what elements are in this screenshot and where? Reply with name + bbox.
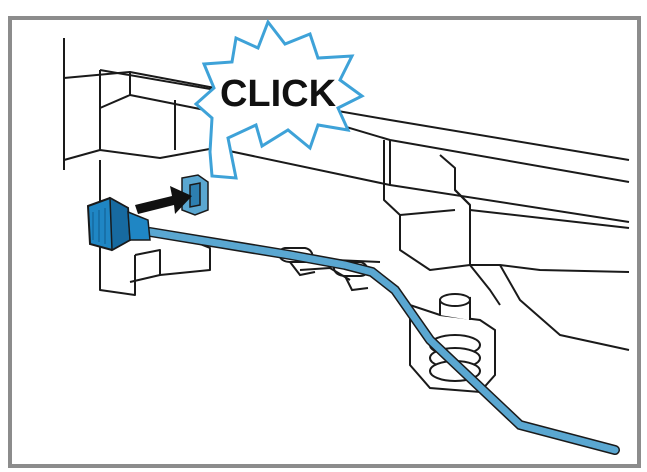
insert-arrow-icon [135,186,192,214]
starburst-callout-icon: CLICK [193,18,365,180]
power-socket [181,174,209,216]
callout-text: CLICK [220,73,337,115]
power-cable [145,227,620,455]
power-plug-icon [86,196,151,252]
